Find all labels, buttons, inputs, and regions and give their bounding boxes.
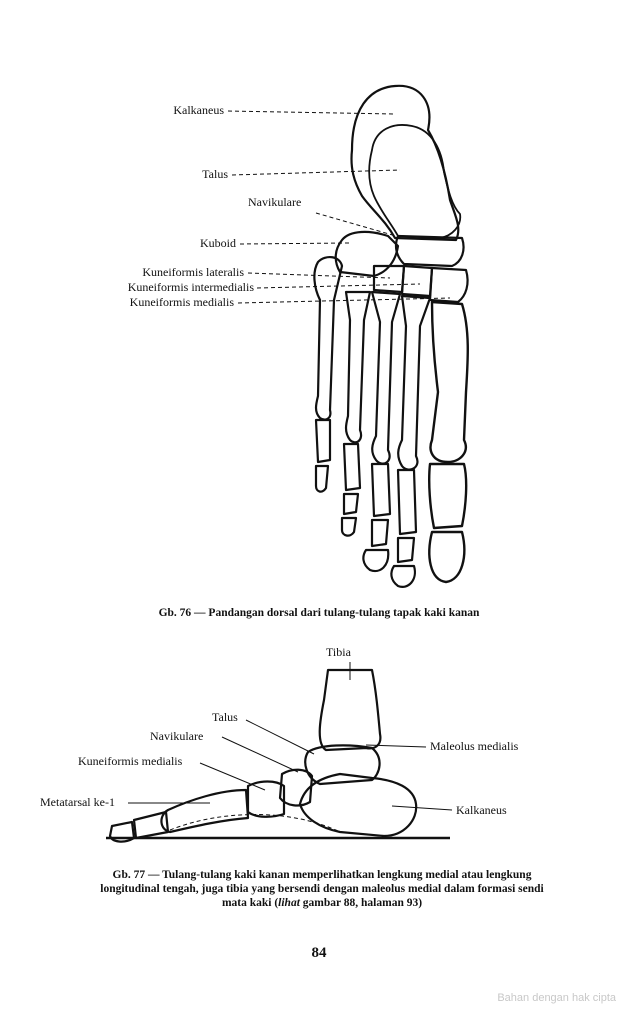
label-kalkaneus: Kalkaneus [173, 103, 224, 117]
phalanx-4-middle [342, 492, 360, 516]
label-metatarsal: Metatarsal ke-1 [40, 795, 115, 809]
label-navikulare: Navikulare [248, 195, 302, 209]
label-kuneiformis-medialis-side: Kuneiformis medialis [78, 754, 183, 768]
copyright-watermark: Bahan dengan hak cipta [497, 992, 616, 1004]
leader-kalkaneus [227, 110, 396, 115]
figure-76-foot-dorsal-illustration [227, 84, 469, 588]
leader-talus-side [245, 719, 315, 755]
cuboid-bone-shape [334, 230, 400, 278]
label-kalkaneus-side: Kalkaneus [456, 803, 507, 817]
label-tibia: Tibia [326, 645, 351, 659]
caption-77-text-part1: Gb. 77 — Tulang-tulang kaki kanan memper… [100, 869, 544, 909]
phalanx-4-proximal [342, 442, 362, 492]
label-kuneiformis-lateralis: Kuneiformis lateralis [142, 265, 244, 279]
metatarsal-2-shape [397, 294, 432, 471]
label-navikulare-side: Navikulare [150, 729, 204, 743]
calcaneus-bone-shape-side [298, 772, 418, 838]
medial-arch-curve [169, 814, 341, 833]
phalanx-5-distal [314, 464, 330, 493]
caption-77-text-part2: gambar 88, halaman 93) [299, 897, 423, 909]
phalanx-3-proximal [370, 462, 392, 518]
lateral-cuneiform-shape [372, 264, 406, 294]
leader-kuneiformis-lateralis [247, 272, 391, 279]
leader-kuneiformis-intermedialis [256, 283, 421, 289]
caption-figure-77: Gb. 77 — Tulang-tulang kaki kanan memper… [92, 868, 552, 910]
leader-talus [231, 169, 401, 176]
caption-77-text-italic: lihat [278, 897, 300, 909]
phalanx-5-proximal [314, 418, 332, 464]
leader-kuneiformis-medialis [237, 297, 451, 304]
leader-maleolus-medialis [365, 744, 427, 748]
page-number: 84 [311, 945, 327, 961]
talus-bone-shape [368, 124, 462, 239]
phalanx-2-proximal [396, 468, 418, 536]
phalanx-3-distal [362, 548, 390, 573]
label-kuneiformis-medialis: Kuneiformis medialis [129, 295, 234, 309]
leader-kuneiformis-medialis-side [199, 762, 266, 791]
label-maleolus-medialis: Maleolus medialis [430, 739, 519, 753]
leader-kalkaneus-side [391, 805, 453, 811]
phalanx-4-distal [340, 516, 358, 537]
leader-navikulare-side [221, 736, 299, 773]
label-kuneiformis-intermedialis: Kuneiformis intermedialis [127, 280, 254, 294]
phalanx-2-middle [396, 536, 416, 564]
figure-77-foot-medial-illustration [106, 662, 453, 843]
label-kuboid: Kuboid [200, 236, 236, 250]
metatarsal-5-shape [313, 256, 344, 421]
medial-cuneiform-shape [428, 266, 469, 304]
caption-figure-76: Gb. 76 — Pandangan dorsal dari tulang-tu… [158, 607, 480, 619]
first-metatarsal-shape-side [160, 788, 250, 834]
metatarsal-1-shape [429, 300, 469, 464]
label-talus-side: Talus [212, 710, 238, 724]
medial-cuneiform-shape-side [246, 780, 286, 818]
tibia-bone-shape [318, 668, 382, 752]
label-talus: Talus [202, 167, 228, 181]
metatarsal-4-shape [344, 290, 372, 444]
phalanx-2-distal [390, 564, 416, 588]
phalanx-1-proximal [428, 462, 468, 530]
navicular-bone-shape [394, 234, 465, 268]
leader-kuboid [239, 242, 351, 245]
hallux-proximal-phalanx-side [132, 810, 170, 840]
phalanx-1-distal [428, 530, 466, 584]
phalanx-3-middle [370, 518, 390, 548]
metatarsal-3-shape [370, 290, 402, 465]
intermediate-cuneiform-shape [400, 264, 434, 298]
